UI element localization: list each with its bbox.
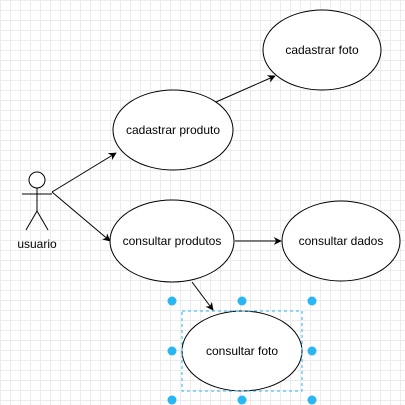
use-case-ellipse (109, 199, 235, 283)
edge-usuario-consultar-produtos[interactable] (51, 191, 111, 242)
use-case-ellipse (281, 200, 401, 282)
use-case-cadastrar-foto[interactable]: cadastrar foto (262, 9, 382, 91)
use-case-consultar-foto[interactable]: consultar foto (181, 310, 303, 392)
selection-outline (181, 310, 303, 392)
edge-consultar-produtos-consultar-foto[interactable] (191, 281, 214, 311)
resize-handle-bottom-left[interactable] (167, 395, 177, 405)
actor-label: usuario (17, 237, 57, 251)
stick-figure-icon (22, 171, 52, 231)
use-case-consultar-produtos[interactable]: consultar produtos (109, 199, 235, 283)
use-case-ellipse (112, 89, 234, 171)
edge-usuario-cadastrar-produto[interactable] (51, 152, 117, 193)
actor-usuario[interactable]: usuario (17, 171, 57, 251)
edge-cadastrar-produto-cadastrar-foto[interactable] (215, 75, 276, 103)
use-case-ellipse (262, 9, 382, 91)
resize-handle-right[interactable] (307, 346, 317, 356)
use-case-cadastrar-produto[interactable]: cadastrar produto (112, 89, 234, 171)
resize-handle-top[interactable] (237, 296, 247, 306)
use-case-label: cadastrar foto (285, 43, 359, 57)
use-case-label: cadastrar produto (126, 123, 220, 137)
use-case-label: consultar foto (206, 344, 278, 358)
resize-handles[interactable] (167, 296, 317, 405)
resize-handle-bottom-right[interactable] (307, 395, 317, 405)
use-case-label: consultar produtos (123, 234, 222, 248)
selection-overlay (181, 310, 303, 392)
resize-handle-bottom[interactable] (237, 395, 247, 405)
use-case-consultar-dados[interactable]: consultar dados (281, 200, 401, 282)
resize-handle-left[interactable] (167, 346, 177, 356)
use-case-label: consultar dados (299, 234, 384, 248)
resize-handle-top-left[interactable] (167, 296, 177, 306)
resize-handle-top-right[interactable] (307, 296, 317, 306)
